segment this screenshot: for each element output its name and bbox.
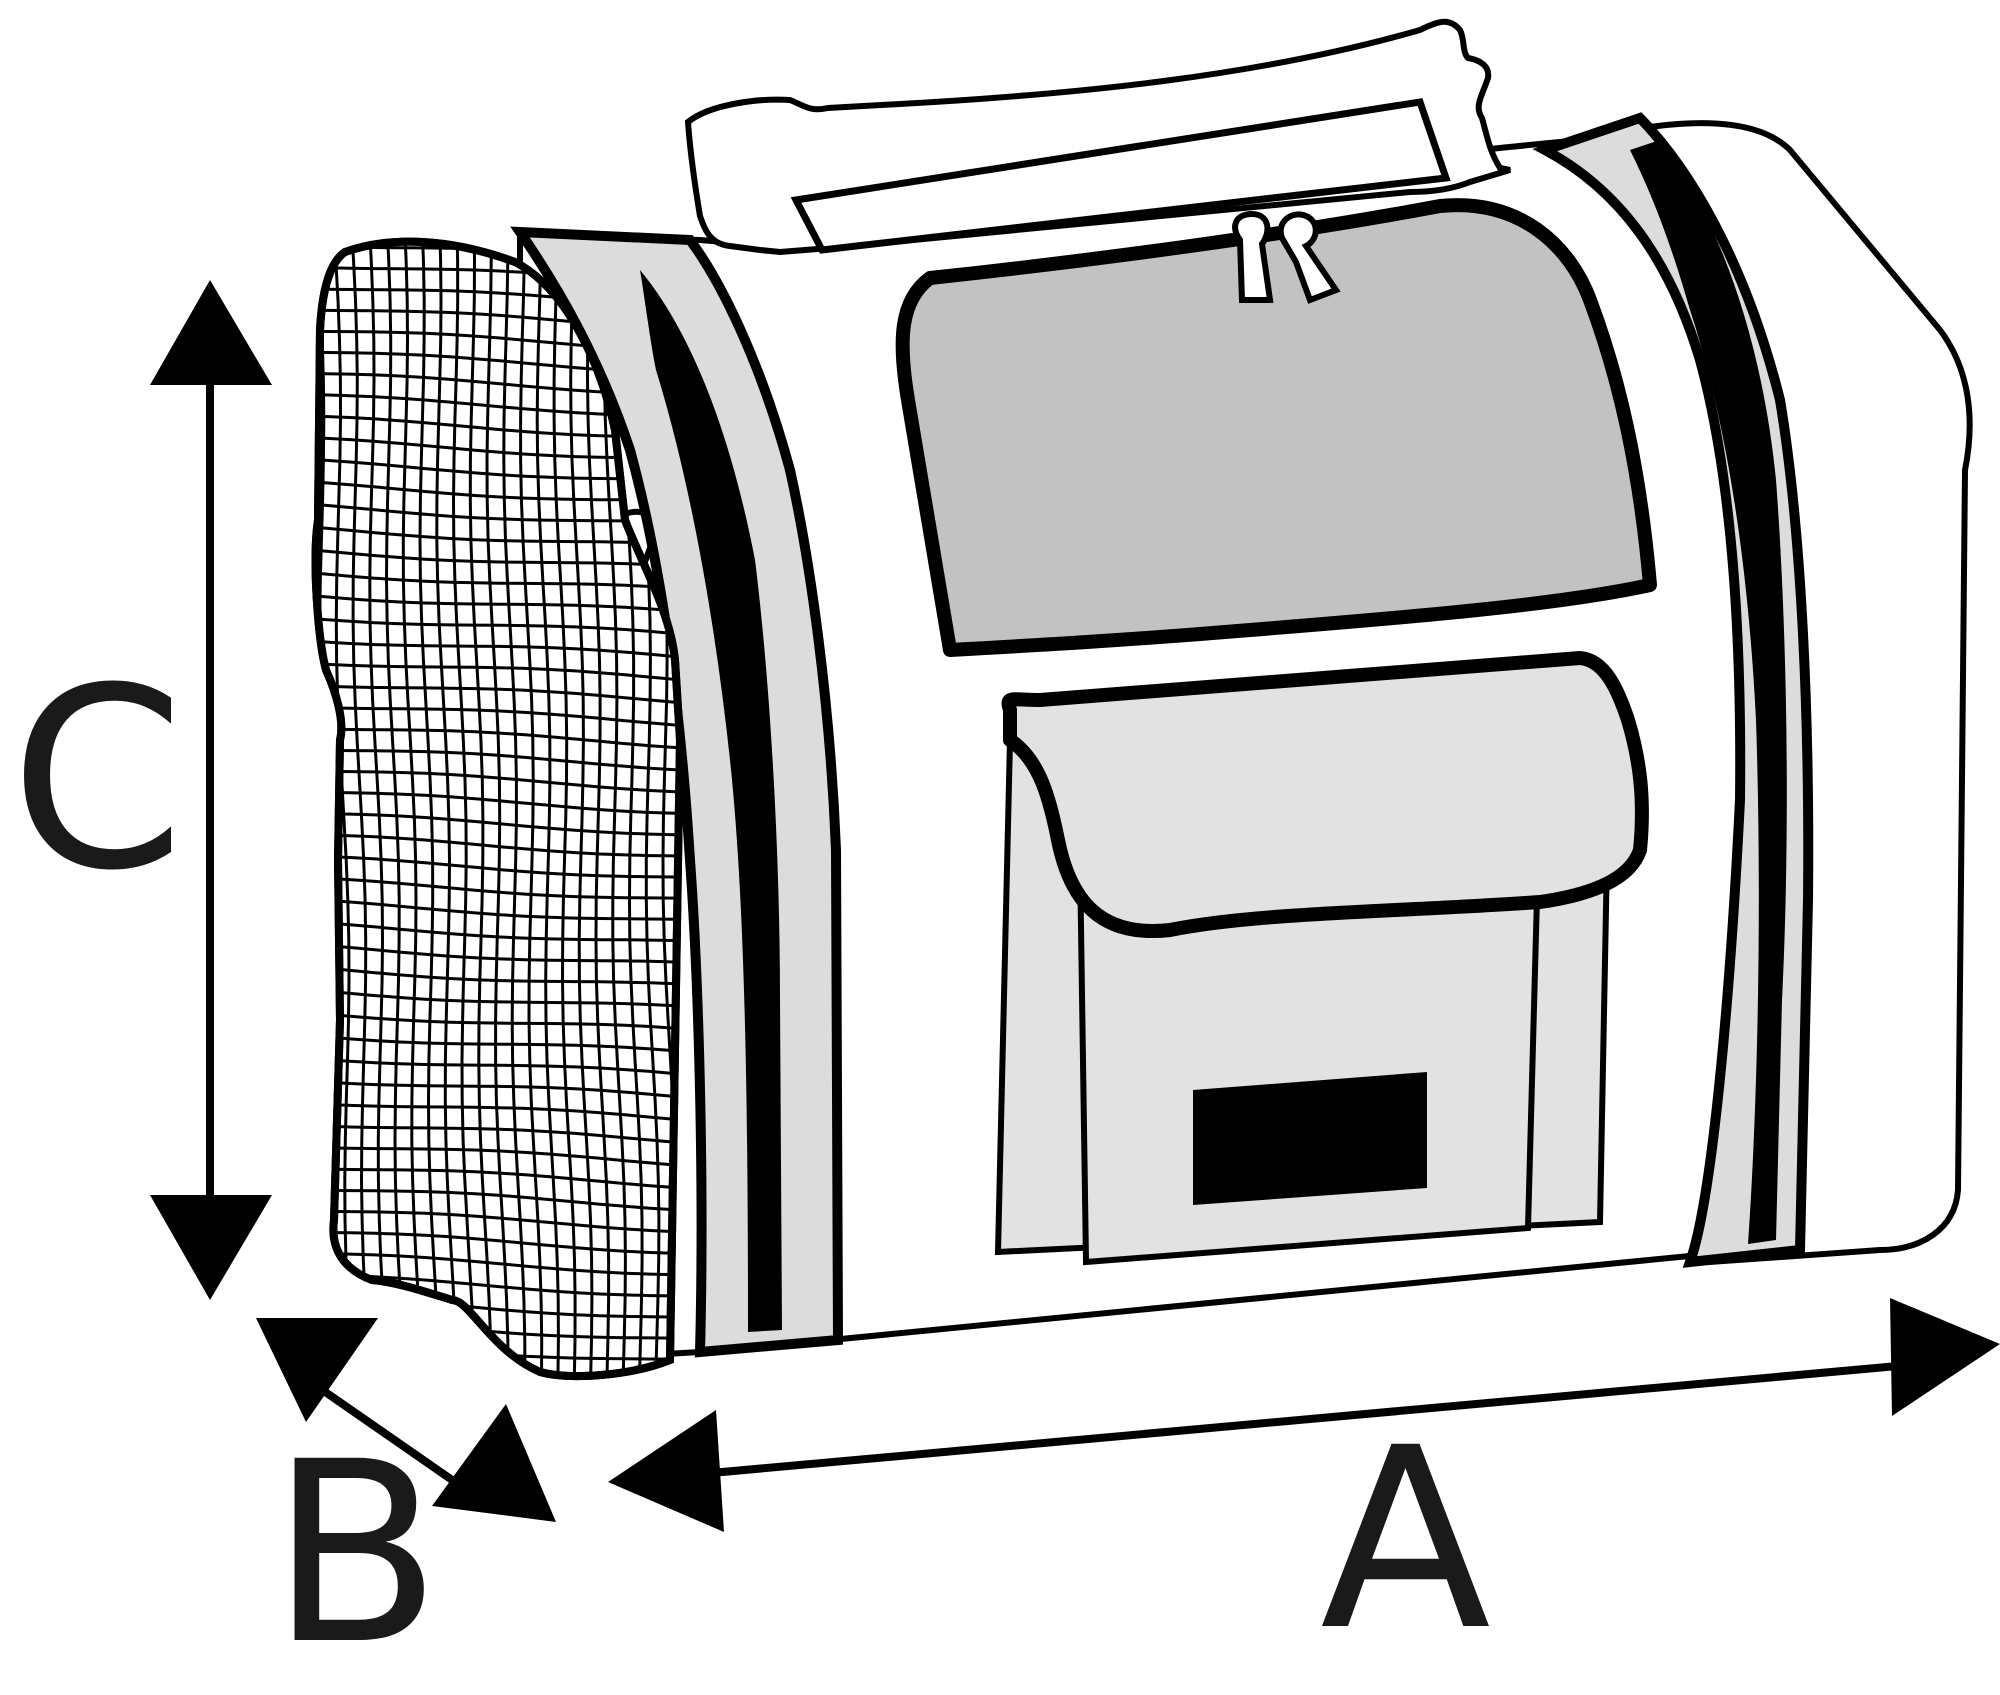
label-length: A: [1320, 1394, 1491, 1685]
mesh-line: [349, 241, 372, 1377]
mesh-line: [315, 1209, 680, 1234]
mesh-line: [315, 570, 680, 592]
mesh-line: [315, 1188, 680, 1213]
mesh-line: [315, 593, 680, 615]
right-trim-band: [1630, 140, 1787, 1244]
mesh-line: [502, 241, 527, 1377]
arrow-head-up-icon: [150, 280, 272, 385]
zipper-pull-icon: [1277, 211, 1341, 304]
mesh-line: [315, 638, 680, 661]
mesh-line: [315, 811, 680, 837]
mesh-line: [315, 919, 680, 943]
mesh-outline-stroke: [311, 237, 685, 1380]
arrow-head-down-icon: [150, 1195, 272, 1300]
arrow-head-up-left-icon: [256, 1318, 378, 1422]
zipper-pull-icon: [1232, 210, 1274, 303]
mesh-line: [535, 241, 560, 1377]
mesh-line: [315, 705, 680, 729]
mesh-line: [315, 1056, 680, 1078]
mesh-line: [315, 1033, 680, 1055]
dimension-arrow-length: [608, 1298, 2000, 1532]
right-zipper-trim: [1532, 112, 1814, 1268]
mesh-line: [315, 875, 680, 900]
mesh-line: [401, 241, 425, 1377]
mesh-line: [315, 833, 680, 858]
mesh-line: [315, 987, 680, 1009]
carry-handle: [684, 18, 1511, 256]
mesh-line: [315, 1167, 680, 1191]
mesh-line: [315, 964, 680, 987]
handle-grip-band: [790, 98, 1451, 254]
window-panel: [895, 198, 1657, 657]
arrow-head-right-icon: [1890, 1298, 2000, 1416]
mesh-line: [315, 1251, 680, 1277]
mesh-line: [315, 1123, 680, 1146]
mesh-line: [315, 1101, 680, 1124]
left-trim-band: [640, 270, 782, 1332]
mesh-line: [451, 241, 476, 1377]
dimension-arrow-height: [150, 280, 272, 1300]
arrow-head-down-right-icon: [432, 1404, 556, 1522]
label-height: C: [10, 634, 185, 925]
mesh-line: [367, 241, 390, 1377]
mesh-line: [435, 241, 459, 1377]
arrow-head-left-icon: [608, 1410, 724, 1532]
mesh-line: [315, 769, 680, 794]
mesh-line: [315, 1230, 680, 1256]
mesh-line: [315, 661, 680, 684]
mesh-line: [315, 790, 680, 816]
side-mesh-panel: [300, 237, 700, 1403]
left-zipper-trim: [510, 226, 844, 1358]
front-pocket: [994, 651, 1649, 1266]
mesh-line: [315, 547, 680, 569]
mesh-line: [384, 241, 407, 1377]
mesh-line: [418, 241, 442, 1377]
mesh-line: [315, 727, 680, 751]
mesh-line: [300, 1383, 700, 1403]
mesh-line: [315, 616, 680, 638]
mesh-line: [315, 854, 680, 879]
mesh-line: [552, 241, 577, 1377]
mesh-line: [315, 241, 319, 1377]
mesh-line: [315, 1010, 680, 1032]
mesh-line: [315, 1078, 680, 1101]
mesh-line: [315, 897, 680, 922]
mesh-line: [315, 683, 680, 706]
mesh-line: [315, 1145, 680, 1169]
front-pocket-label: [1193, 1072, 1427, 1205]
front-pocket-flap: [1001, 651, 1649, 939]
dimension-arrow-depth: [256, 1318, 556, 1522]
mesh-line: [315, 941, 680, 965]
mesh-line: [315, 748, 680, 773]
mesh-line: [519, 241, 544, 1377]
label-depth: B: [270, 1408, 442, 1695]
top-zipper-window: [895, 198, 1657, 657]
